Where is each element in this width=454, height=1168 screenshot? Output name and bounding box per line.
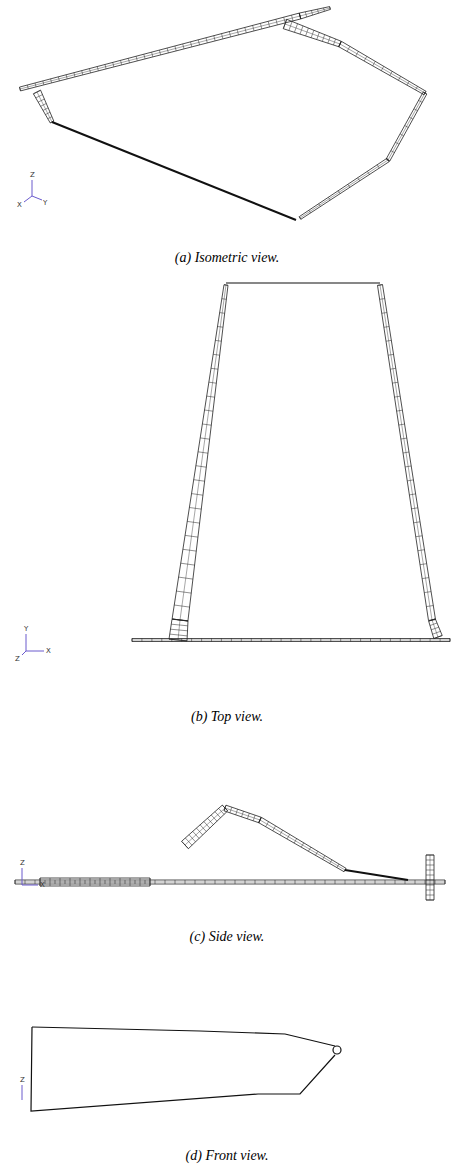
axis-label: Z (20, 1076, 25, 1084)
mesh-band (172, 285, 228, 621)
mesh-band (299, 158, 389, 219)
subfigure-caption: (a) Isometric view. (0, 250, 454, 266)
mesh-line (388, 93, 425, 160)
mesh-line (180, 285, 226, 620)
subfigure-caption: (d) Front view. (0, 1148, 454, 1164)
mesh-band (339, 41, 427, 94)
axis-label: Z (20, 859, 25, 867)
mesh-line (185, 808, 225, 845)
mesh-band (33, 90, 53, 123)
mesh-band (182, 805, 228, 849)
mesh-line (430, 855, 431, 900)
mesh-line (285, 24, 340, 44)
axis-label: Z (15, 655, 20, 663)
mesh-band (378, 285, 436, 621)
mesh-band (40, 878, 150, 886)
subfigure-caption: (c) Side view. (0, 929, 454, 945)
mesh-band (169, 619, 188, 641)
mesh-band (259, 817, 347, 871)
mesh-band (224, 805, 261, 823)
mesh-band (132, 639, 450, 642)
mesh-line (432, 620, 438, 637)
mesh-line (380, 285, 432, 620)
mesh-line (40, 882, 150, 883)
mesh-band (283, 19, 341, 47)
mesh-line (340, 44, 425, 93)
mesh-line (15, 882, 445, 883)
axis-label: Z (30, 171, 35, 179)
mesh-band (386, 92, 427, 161)
mesh-band (426, 855, 434, 900)
mesh-line (225, 808, 260, 820)
mesh-line (300, 8, 330, 16)
mesh-line (178, 620, 180, 640)
axis-label: Y (24, 625, 28, 633)
mesh-line (37, 92, 52, 122)
axis-label: X (46, 647, 51, 655)
mesh-band (429, 619, 443, 639)
mesh-line (20, 16, 300, 89)
mesh-line (132, 640, 450, 641)
mesh-band (15, 880, 445, 884)
axis-label: X (40, 881, 45, 889)
axis-label: Y (43, 199, 47, 207)
mesh-band (20, 13, 301, 91)
subfigure-caption: (b) Top view. (0, 709, 454, 725)
axis-label: X (17, 201, 22, 209)
mesh-line (300, 160, 388, 218)
mesh-line (260, 820, 345, 870)
mesh-band (299, 7, 330, 19)
